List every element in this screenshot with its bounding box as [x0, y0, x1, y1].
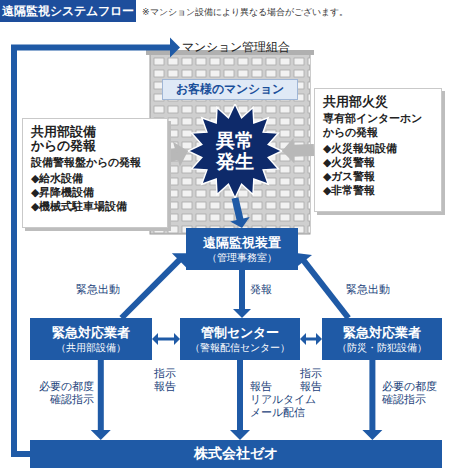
- edge-label: 報告 リアルタイム メール配信: [250, 380, 322, 419]
- flow-connector: [282, 138, 314, 164]
- edge-label: 緊急出動: [346, 283, 406, 296]
- node-text: ◆給水設備: [31, 172, 159, 186]
- node-text: （防災・防犯設備）: [325, 341, 439, 355]
- node-heading: 共用部火災: [323, 95, 398, 109]
- node-heading: マンション管理組合: [182, 39, 308, 56]
- connector-line: [305, 338, 317, 341]
- node-text: ◆非常警報: [323, 184, 433, 198]
- connector-line: [168, 154, 177, 157]
- building-band: お客様のマンション: [162, 79, 298, 100]
- source-box: 共用部火災専有部インターホン からの発報 ◆火災報知設備◆火災警報◆ガス警報◆非常…: [314, 88, 442, 212]
- edge-label: 指示 報告: [297, 367, 325, 393]
- arrow-head: [230, 430, 250, 440]
- node-text: 専有部インターホン からの発報: [323, 112, 433, 140]
- node-text: ◆機械式駐車場設備: [31, 200, 159, 214]
- node-heading: 株式会社ゼオ: [194, 445, 278, 463]
- flow-connector: [233, 270, 251, 318]
- arrow-head: [233, 309, 251, 318]
- connector-line: [14, 48, 171, 455]
- node-heading: 異常発生: [215, 130, 255, 172]
- arrow-head: [282, 138, 294, 164]
- flow-connector: [300, 333, 322, 345]
- connector-line: [98, 360, 104, 431]
- burst-outline: [188, 104, 282, 198]
- node-heading: 管制センター: [183, 324, 297, 341]
- node-heading: 共用部設備 からの発報: [31, 125, 106, 153]
- node-text: （管理事務室）: [189, 251, 295, 265]
- arrow-head: [170, 38, 180, 58]
- connector-line: [237, 360, 243, 431]
- monitor-box: 遠隔監視装置（管理事務室）: [186, 228, 298, 270]
- node-heading: 緊急対応業者: [33, 324, 149, 341]
- flow-connector: [230, 198, 249, 228]
- node-text: （共用部設備）: [33, 341, 149, 355]
- node-heading: 緊急対応業者: [325, 324, 439, 341]
- edge-label: 必要の都度 確認指示: [28, 380, 94, 406]
- company-bar: 株式会社ゼオ: [30, 440, 442, 468]
- flow-connector: [14, 38, 180, 455]
- responder-box: 緊急対応業者（防災・防犯設備）: [322, 318, 442, 360]
- connector-line: [293, 144, 314, 157]
- node-text: 設備警報盤からの発報: [31, 156, 159, 170]
- edge-label: 発報: [250, 283, 290, 296]
- flow-connector: [230, 360, 250, 440]
- note-text: ※マンション設備により異なる場合がございます。: [142, 6, 348, 19]
- connector-line: [369, 360, 375, 431]
- node-heading: 遠隔監視装置: [189, 234, 295, 251]
- flow-connector: [296, 253, 348, 318]
- diagram-title: 遠隔監視システムフロー図: [0, 0, 136, 22]
- arrow-head: [362, 430, 382, 440]
- node-heading: お客様のマンション: [165, 81, 295, 98]
- edge-label: 緊急出動: [62, 283, 120, 296]
- edge-label: 必要の都度 確認指示: [382, 380, 444, 406]
- node-text: （警報配信センター）: [183, 341, 297, 355]
- org-label-box: マンション管理組合: [180, 37, 310, 58]
- flow-connector: [152, 333, 180, 345]
- connector-line: [122, 260, 180, 318]
- control-center-box: 管制センター（警報配信センター）: [180, 318, 300, 360]
- connector-line: [304, 260, 349, 318]
- flow-connector: [362, 360, 382, 440]
- connector-line: [157, 338, 175, 341]
- connector-line: [239, 270, 245, 310]
- node-text: ◆火災報知設備: [323, 142, 433, 156]
- arrow-head: [91, 430, 111, 440]
- node-text: ◆火災警報: [323, 156, 433, 170]
- alert-burst: 異常発生: [188, 104, 282, 198]
- source-box: 共用部設備 からの発報設備警報盤からの発報 ◆給水設備◆昇降機設備◆機械式駐車場設…: [22, 118, 168, 228]
- flow-connector: [122, 253, 187, 318]
- node-text: ◆ガス警報: [323, 170, 433, 184]
- flow-connector: [168, 142, 188, 167]
- responder-box: 緊急対応業者（共用部設備）: [30, 318, 152, 360]
- connector-line: [235, 198, 240, 220]
- node-text: ◆昇降機設備: [31, 186, 159, 200]
- edge-label: 指示 報告: [151, 367, 179, 393]
